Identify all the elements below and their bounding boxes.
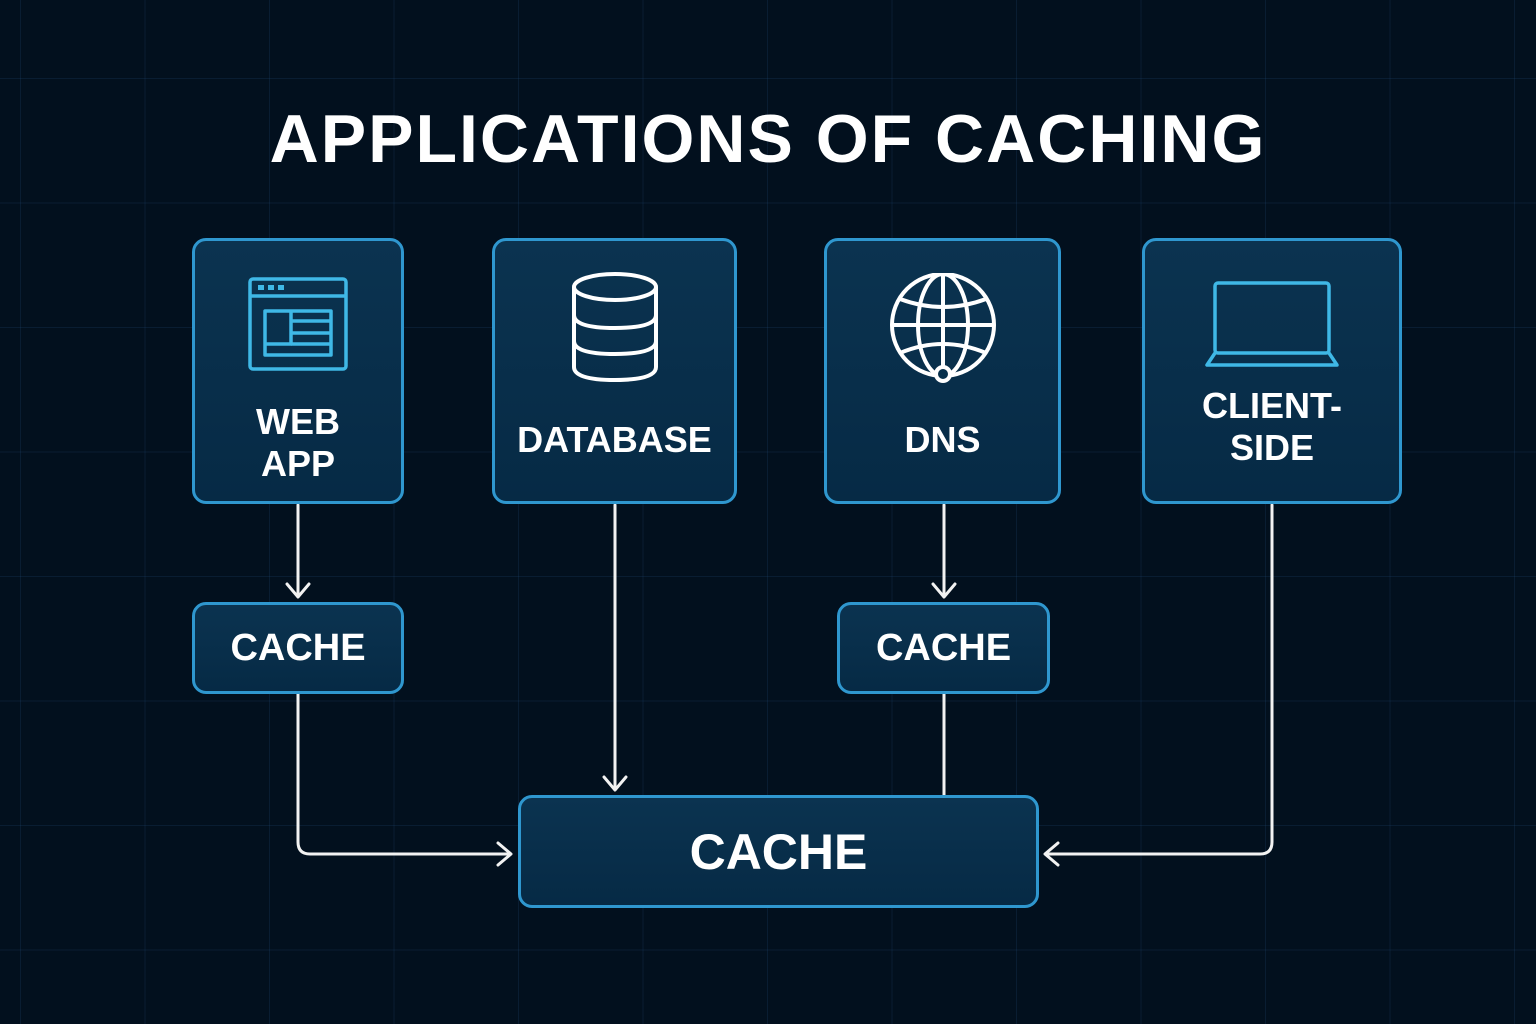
central-cache-label: CACHE [689, 823, 868, 880]
node-client-side[interactable]: CLIENT- SIDE [1142, 238, 1402, 504]
globe-icon [889, 273, 996, 383]
node-database[interactable]: DATABASE [492, 238, 737, 504]
node-web-app-cache[interactable]: CACHE [192, 602, 404, 694]
node-dns[interactable]: DNS [824, 238, 1061, 504]
node-central-cache[interactable]: CACHE [518, 795, 1039, 908]
cache-label: CACHE [875, 627, 1012, 669]
node-label-line: CLIENT- [1202, 385, 1342, 426]
page-title: APPLICATIONS OF CACHING [269, 101, 1267, 177]
edge-client-to-central [1044, 503, 1274, 856]
node-label-line: DATABASE [517, 419, 712, 460]
arrowhead-database-central [602, 775, 628, 792]
laptop-icon [1205, 281, 1339, 367]
arrowhead-webapp-central [496, 841, 513, 867]
cache-label: CACHE [230, 627, 366, 669]
edge-webapp-cache-to-central [296, 692, 512, 856]
node-label-line: WEB [256, 401, 340, 442]
node-label-line: APP [260, 443, 336, 484]
arrowhead-client-central [1043, 841, 1060, 867]
node-web-app[interactable]: WEB APP [192, 238, 404, 504]
arrowhead-dns-cache [931, 582, 957, 599]
database-icon [571, 272, 658, 383]
arrowhead-webapp-cache [285, 582, 311, 599]
browser-window-icon [248, 277, 348, 371]
node-label-line: DNS [904, 419, 981, 460]
node-dns-cache[interactable]: CACHE [837, 602, 1050, 694]
node-label-line: SIDE [1229, 427, 1315, 468]
